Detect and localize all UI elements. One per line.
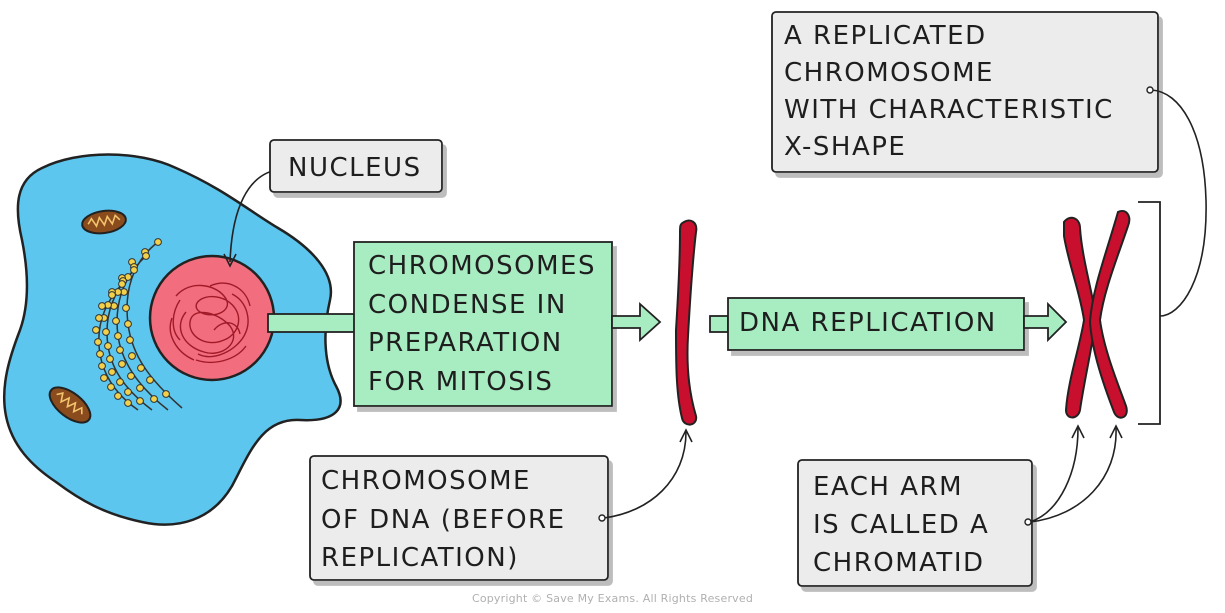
- condense-label-line: FOR MITOSIS: [368, 366, 554, 397]
- ribosome-bead: [124, 388, 132, 396]
- replicated-label-line: A REPLICATED: [784, 21, 987, 51]
- ribosome-bead: [154, 238, 162, 246]
- ribosome-bead: [112, 317, 120, 325]
- chromatid-pointer-left: [1029, 427, 1079, 523]
- condense-label-line: CHROMOSOMES: [368, 251, 596, 281]
- each-arm-label-line: IS CALLED A: [813, 510, 990, 540]
- ribosome-bead: [94, 338, 102, 346]
- ribosome-bead: [136, 384, 144, 392]
- ribosome-bead: [130, 266, 138, 274]
- ribosome-bead: [107, 383, 115, 391]
- ribosome-bead: [137, 364, 145, 372]
- condense-label-line: PREPARATION: [368, 328, 563, 358]
- ribosome-bead: [100, 374, 108, 382]
- chromatin-tangle: [169, 282, 251, 364]
- ribosome-bead: [108, 368, 116, 376]
- bracket: [1138, 201, 1161, 425]
- nucleus-icon: [148, 254, 276, 382]
- ribosome-bead: [127, 372, 135, 380]
- replicated-label-line: X-SHAPE: [784, 132, 907, 162]
- single-chromosome-pointer: [603, 431, 687, 519]
- ribosome-bead: [114, 392, 122, 400]
- chromatid-pointer-right: [1029, 427, 1117, 523]
- each-arm-label-line: CHROMATID: [813, 548, 985, 578]
- er-ribosome-beads: [92, 238, 170, 407]
- copyright-notice: Copyright © Save My Exams. All Rights Re…: [471, 592, 754, 605]
- ribosome-bead: [122, 304, 130, 312]
- ribosome-bead: [128, 352, 136, 360]
- dna-replication-arrow: [709, 297, 1068, 351]
- ribosome-bead: [102, 328, 110, 336]
- dna-replication-label: DNA REPLICATION: [739, 304, 997, 342]
- single-chromosome: [674, 219, 698, 426]
- animal-cell: [2, 153, 342, 526]
- ribosome-bead: [92, 326, 100, 334]
- ribosome-bead: [116, 346, 124, 354]
- ribosome-bead: [106, 355, 114, 363]
- nucleus-label-box: [269, 139, 443, 193]
- ribosome-bead: [126, 336, 134, 344]
- chromatid-left: [1063, 216, 1098, 419]
- ribosome-bead: [114, 332, 122, 340]
- ribosome-bead: [98, 362, 106, 370]
- ribosome-bead: [162, 390, 170, 398]
- ribosome-bead: [116, 378, 124, 386]
- ribosome-bead: [95, 314, 103, 322]
- before-replication-label-line: OF DNA (BEFORE: [321, 504, 566, 535]
- ribosome-bead: [124, 399, 132, 407]
- nucleus-label: NUCLEUS: [288, 150, 422, 186]
- replicated-label-box: [771, 11, 1159, 173]
- condense-label: CHROMOSOMES CONDENSE IN PREPARATION FOR …: [368, 247, 596, 401]
- ribosome-bead: [146, 376, 154, 384]
- ribosome-bead: [104, 342, 112, 350]
- each-arm-label-line: EACH ARM: [813, 472, 964, 502]
- ribosome-bead: [98, 302, 106, 310]
- ribosome-bead: [124, 320, 132, 328]
- ribosome-bead: [108, 291, 116, 299]
- ribosome-bead: [150, 395, 158, 403]
- replicated-pointer: [1151, 89, 1207, 317]
- replicated-chromosome-label: A REPLICATED CHROMOSOME WITH CHARACTERIS…: [784, 18, 1114, 166]
- before-replication-label-line: REPLICATION): [321, 543, 519, 573]
- ribosome-bead: [118, 360, 126, 368]
- dna-replication-label-text: DNA REPLICATION: [739, 308, 997, 338]
- mitochondrion-icon: [81, 209, 127, 235]
- ribosome-bead: [96, 350, 104, 358]
- condense-arrow: [267, 241, 662, 407]
- each-arm-label: EACH ARM IS CALLED A CHROMATID: [813, 468, 989, 582]
- ribosome-bead: [142, 252, 150, 260]
- replicated-label-line: CHROMOSOME: [784, 58, 994, 88]
- each-arm-label-box: [797, 459, 1033, 587]
- before-replication-label: CHROMOSOME OF DNA (BEFORE REPLICATION): [321, 462, 566, 578]
- nucleus-pointer-arrow: [229, 169, 277, 263]
- replicated-label-line: WITH CHARACTERISTIC: [784, 95, 1114, 125]
- condense-label-line: CONDENSE IN: [368, 289, 567, 320]
- mitochondrion-icon: [48, 386, 92, 424]
- before-replication-label-line: CHROMOSOME: [321, 466, 531, 496]
- chromatid-right: [1088, 210, 1131, 419]
- nucleus-label-text: NUCLEUS: [288, 153, 422, 183]
- ribosome-bead: [136, 397, 144, 405]
- ribosome-bead: [118, 280, 126, 288]
- replicated-chromosome: [1063, 210, 1131, 419]
